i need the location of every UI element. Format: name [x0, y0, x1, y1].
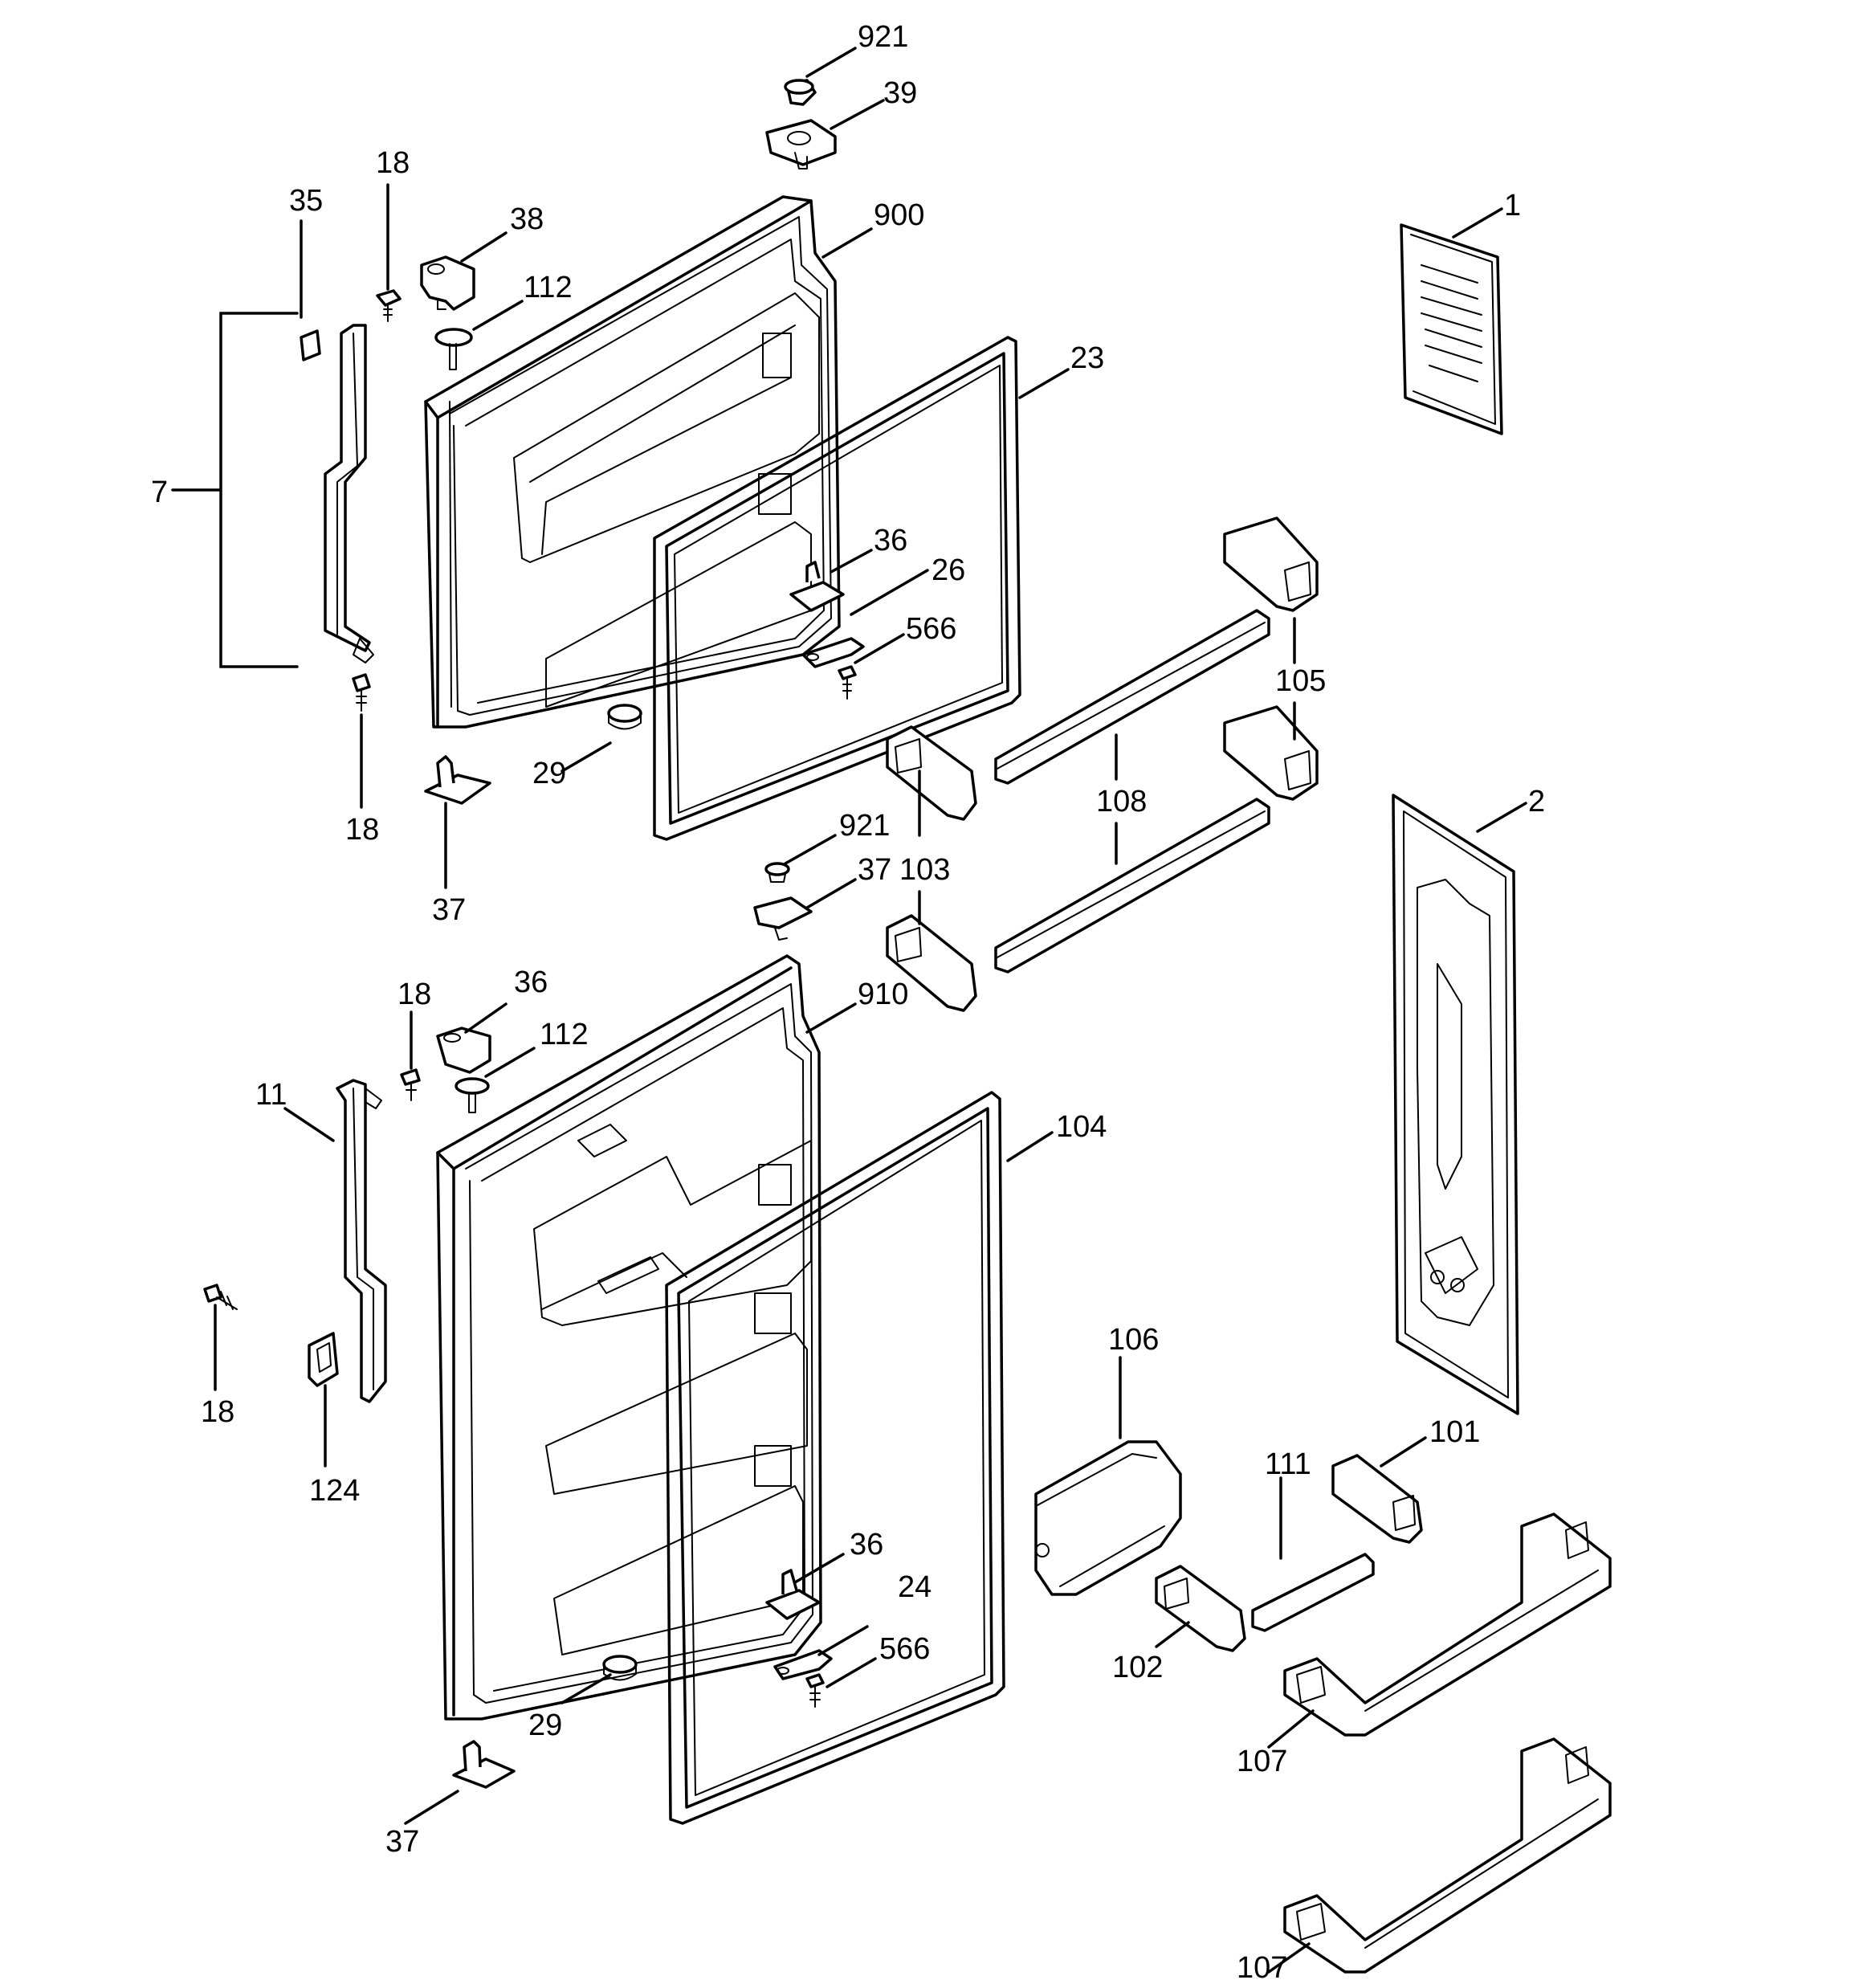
- instruction-label-1: [1400, 223, 1503, 435]
- shelf-bar-108-a: [994, 609, 1270, 785]
- callout-37-c: 37: [385, 1825, 419, 1859]
- callout-38: 38: [510, 202, 544, 236]
- callout-112-a: 112: [524, 271, 573, 304]
- hinge-pin-112-b: [455, 1077, 490, 1113]
- callout-107-a: 107: [1237, 1745, 1287, 1778]
- bin-end-cap-101: [1331, 1454, 1423, 1544]
- callout-101: 101: [1429, 1415, 1480, 1449]
- callout-24: 24: [898, 1570, 932, 1604]
- hinge-36-b: [436, 1027, 491, 1074]
- screw-566-b: [805, 1673, 825, 1708]
- door-bin-107-a: [1283, 1512, 1612, 1737]
- hinge-pin-36-c: [765, 1569, 821, 1620]
- callout-124: 124: [309, 1474, 360, 1508]
- hinge-38: [420, 255, 475, 311]
- callout-18-a: 18: [376, 146, 410, 180]
- freezer-handle: [324, 324, 374, 663]
- callout-7: 7: [151, 476, 168, 509]
- screw-566-a: [838, 665, 857, 700]
- callout-566-a: 566: [906, 612, 956, 646]
- bearing-plate-24: [773, 1649, 833, 1680]
- bin-bar-111: [1251, 1553, 1375, 1632]
- callout-900: 900: [874, 198, 924, 232]
- fresh-food-door-gasket: [665, 1091, 1005, 1825]
- callout-921-mid: 921: [839, 809, 890, 843]
- callout-36-c: 36: [850, 1528, 883, 1561]
- callout-1: 1: [1504, 189, 1521, 222]
- callout-26: 26: [932, 553, 965, 587]
- hinge-cover-37-b: [753, 896, 813, 941]
- shelf-bar-108-b: [994, 798, 1270, 974]
- hinge-pin-36-a: [789, 561, 845, 612]
- callout-910: 910: [858, 978, 908, 1011]
- callout-39: 39: [883, 76, 917, 110]
- freezer-door-assembly: [424, 195, 841, 729]
- hinge-bracket-37-c: [452, 1740, 516, 1789]
- hinge-bracket-37-a: [424, 755, 491, 805]
- dairy-door-106: [1034, 1440, 1182, 1596]
- callout-11: 11: [255, 1078, 287, 1112]
- callout-36-b: 36: [514, 965, 548, 999]
- shelf-end-cap-103-b: [886, 914, 977, 1012]
- plug-button-921-mid: [764, 862, 790, 883]
- callout-23: 23: [1070, 341, 1104, 375]
- bracket-7: [171, 312, 299, 668]
- callout-107-b: 107: [1237, 1951, 1287, 1985]
- callout-29-a: 29: [532, 757, 566, 790]
- bearing-plate-26: [801, 637, 865, 668]
- hinge-pin-112-a: [434, 328, 473, 370]
- handle-clip-124: [308, 1332, 339, 1387]
- bushing-29-b: [602, 1655, 638, 1681]
- callout-106: 106: [1108, 1323, 1159, 1357]
- callout-18-d: 18: [201, 1395, 234, 1429]
- fresh-food-handle: [336, 1079, 387, 1403]
- screw-18-c: [400, 1068, 421, 1101]
- shelf-end-cap-105-a: [1223, 516, 1319, 612]
- bin-end-cap-102: [1155, 1565, 1246, 1652]
- callout-566-b: 566: [879, 1632, 930, 1666]
- door-bin-107-b: [1283, 1737, 1612, 1974]
- shelf-end-cap-103-a: [886, 725, 977, 821]
- callout-921-top: 921: [858, 20, 908, 54]
- screw-18-b: [352, 673, 371, 712]
- callout-105: 105: [1275, 664, 1326, 698]
- screw-18-a: [376, 289, 402, 322]
- nameplate-35: [300, 329, 321, 361]
- callout-111: 111: [1265, 1447, 1311, 1481]
- callout-18-b: 18: [345, 813, 379, 847]
- callout-102: 102: [1112, 1651, 1163, 1684]
- callout-2: 2: [1528, 785, 1545, 818]
- fresh-food-door-assembly: [436, 954, 822, 1721]
- plug-button-921-top: [784, 79, 817, 106]
- callout-37-b: 37: [858, 853, 891, 887]
- callout-104: 104: [1056, 1110, 1107, 1144]
- callout-108: 108: [1096, 785, 1147, 818]
- screw-18-d: [203, 1284, 238, 1310]
- callout-36-a: 36: [874, 524, 907, 557]
- callout-29-b: 29: [528, 1708, 562, 1742]
- leader-lines: [214, 47, 1527, 1974]
- dispenser-panel-2: [1392, 794, 1519, 1415]
- callout-labels: 921 39 900 1 18 35 38 112 23 7 36 26 566…: [151, 20, 1545, 1985]
- bushing-29-a: [607, 704, 642, 730]
- freezer-door-gasket: [653, 336, 1021, 841]
- hinge-cover-39: [765, 119, 837, 169]
- shelf-end-cap-105-b: [1223, 705, 1319, 801]
- callout-37-a: 37: [432, 893, 466, 927]
- callout-35: 35: [289, 184, 323, 218]
- callout-103: 103: [899, 853, 950, 887]
- callout-18-c: 18: [397, 978, 431, 1011]
- callout-112-b: 112: [540, 1018, 589, 1051]
